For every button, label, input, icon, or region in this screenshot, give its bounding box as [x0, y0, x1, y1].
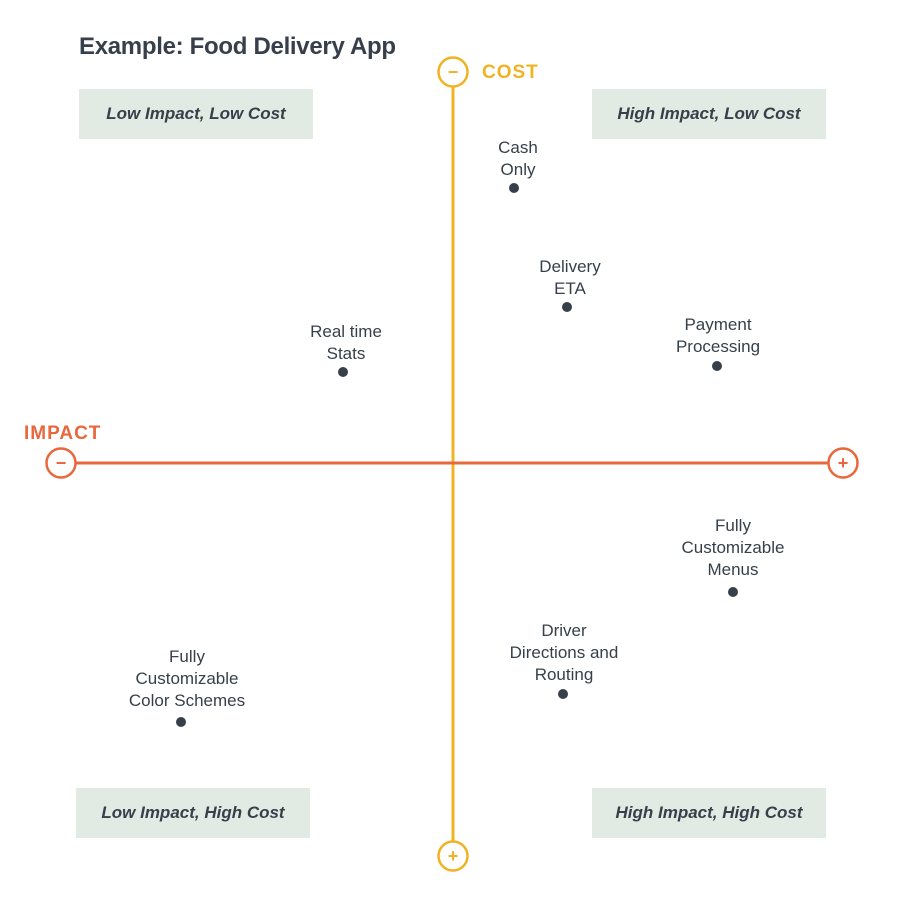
quadrant-low-impact-high-cost: Low Impact, High Cost [76, 788, 310, 838]
point-dot-driver-directions [558, 689, 568, 699]
cost-minus-marker: − [437, 56, 469, 88]
point-label-payment-processing: Payment Processing [675, 315, 761, 356]
cost-plus-marker: + [437, 840, 469, 872]
point-label-cash-only: Cash Only [498, 138, 538, 179]
impact-plus-symbol: + [838, 453, 849, 473]
cost-axis-label: COST [482, 62, 539, 83]
point-label-driver-directions: Driver Directions and Routing [509, 621, 619, 684]
impact-plus-marker: + [827, 447, 859, 479]
cost-minus-symbol: − [448, 62, 459, 82]
point-dot-delivery-eta [562, 302, 572, 312]
quadrant-low-impact-low-cost: Low Impact, Low Cost [79, 89, 313, 139]
quadrant-high-impact-low-cost: High Impact, Low Cost [592, 89, 826, 139]
point-label-delivery-eta: Delivery ETA [539, 257, 601, 298]
point-dot-real-time-stats [338, 367, 348, 377]
point-dot-cash-only [509, 183, 519, 193]
impact-axis-label: IMPACT [24, 423, 102, 444]
point-label-real-time-stats: Real time Stats [310, 322, 382, 363]
point-label-customizable-menus: Fully Customizable Menus [681, 516, 785, 579]
point-dot-customizable-menus [728, 587, 738, 597]
point-dot-color-schemes [176, 717, 186, 727]
point-dot-payment-processing [712, 361, 722, 371]
page-title: Example: Food Delivery App [79, 33, 396, 60]
impact-minus-marker: − [45, 447, 77, 479]
point-label-color-schemes: Fully Customizable Color Schemes [128, 647, 246, 710]
cost-plus-symbol: + [448, 846, 459, 866]
impact-minus-symbol: − [56, 453, 67, 473]
quadrant-high-impact-high-cost: High Impact, High Cost [592, 788, 826, 838]
